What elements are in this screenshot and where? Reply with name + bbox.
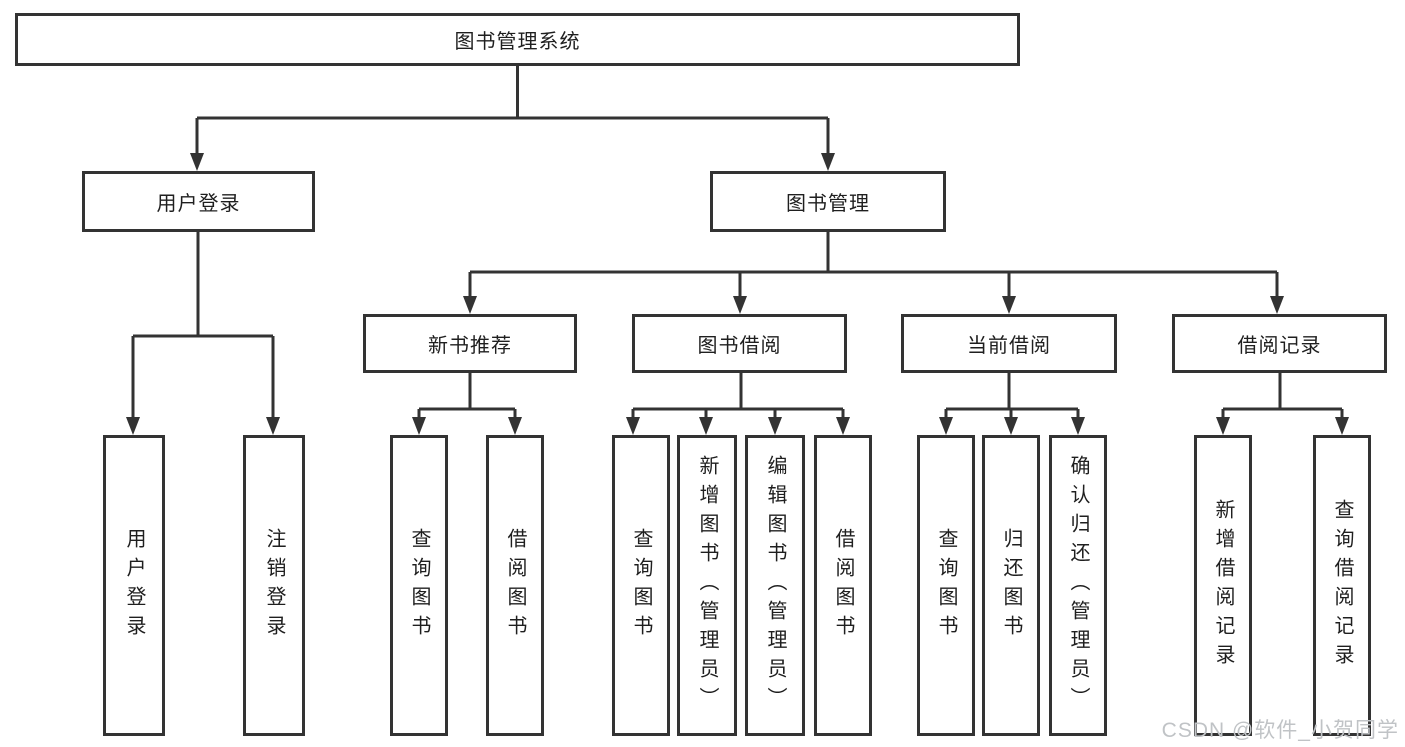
connector-root-split — [190, 66, 835, 171]
node-borrow-records: 借阅记录 — [1172, 314, 1387, 373]
leaf-add-books-admin: 新增图书（管理员） — [677, 435, 737, 736]
connector-book-management-split — [463, 232, 1284, 314]
connector-new-book-split — [412, 373, 522, 435]
arrowhead — [1216, 417, 1230, 435]
arrowhead — [1335, 417, 1349, 435]
node-book-management-label: 图书管理 — [786, 193, 870, 215]
leaf-borrow-books: 借阅图书 — [814, 435, 872, 736]
arrowhead — [733, 296, 747, 314]
leaf-confirm-return-admin-label: 确认归还（管理员） — [1067, 455, 1089, 716]
leaf-add-books-admin-label: 新增图书（管理员） — [696, 455, 718, 716]
node-user-login: 用户登录 — [82, 171, 315, 232]
connector-borrow-records-split — [1216, 373, 1349, 435]
node-root: 图书管理系统 — [15, 13, 1020, 66]
arrowhead — [508, 417, 522, 435]
arrowhead — [821, 153, 835, 171]
arrowhead — [699, 417, 713, 435]
leaf-query-books-current-label: 查询图书 — [935, 527, 957, 644]
leaf-user-login-label: 用户登录 — [123, 527, 145, 644]
leaf-borrow-books-recommend-label: 借阅图书 — [504, 527, 526, 644]
leaf-query-books-borrow-label: 查询图书 — [630, 527, 652, 644]
arrowhead — [190, 153, 204, 171]
leaf-edit-books-admin: 编辑图书（管理员） — [745, 435, 805, 736]
arrowhead — [266, 417, 280, 435]
csdn-watermark: CSDN @软件_小贺同学 — [1161, 719, 1399, 742]
node-new-book-recommend-label: 新书推荐 — [428, 335, 512, 357]
arrowhead — [1004, 417, 1018, 435]
leaf-add-borrow-record-label: 新增借阅记录 — [1212, 498, 1234, 673]
arrowhead — [463, 296, 477, 314]
arrowhead — [1270, 296, 1284, 314]
arrowhead — [768, 417, 782, 435]
leaf-confirm-return-admin: 确认归还（管理员） — [1049, 435, 1107, 736]
leaf-logout-label: 注销登录 — [263, 527, 285, 644]
node-book-borrow: 图书借阅 — [632, 314, 847, 373]
node-new-book-recommend: 新书推荐 — [363, 314, 577, 373]
arrowhead — [939, 417, 953, 435]
leaf-borrow-books-recommend: 借阅图书 — [486, 435, 544, 736]
leaf-query-borrow-record: 查询借阅记录 — [1313, 435, 1371, 736]
leaf-user-login: 用户登录 — [103, 435, 165, 736]
arrowhead — [1071, 417, 1085, 435]
connector-user-login-split — [126, 232, 280, 435]
leaf-query-books-borrow: 查询图书 — [612, 435, 670, 736]
arrowhead — [126, 417, 140, 435]
leaf-add-borrow-record: 新增借阅记录 — [1194, 435, 1252, 736]
node-current-borrow-label: 当前借阅 — [967, 335, 1051, 357]
arrowhead — [412, 417, 426, 435]
node-root-label: 图书管理系统 — [454, 31, 581, 53]
leaf-return-books-label: 归还图书 — [1000, 527, 1022, 644]
leaf-borrow-books-label: 借阅图书 — [832, 527, 854, 644]
node-user-login-label: 用户登录 — [156, 193, 241, 215]
leaf-logout: 注销登录 — [243, 435, 305, 736]
arrowhead — [1002, 296, 1016, 314]
leaf-query-books-current: 查询图书 — [917, 435, 975, 736]
leaf-edit-books-admin-label: 编辑图书（管理员） — [764, 455, 786, 716]
node-book-borrow-label: 图书借阅 — [697, 335, 782, 357]
node-borrow-records-label: 借阅记录 — [1237, 335, 1322, 357]
leaf-return-books: 归还图书 — [982, 435, 1040, 736]
node-book-management: 图书管理 — [710, 171, 946, 232]
connector-book-borrow-split — [626, 373, 850, 435]
leaf-query-borrow-record-label: 查询借阅记录 — [1331, 498, 1353, 673]
node-current-borrow: 当前借阅 — [901, 314, 1117, 373]
arrowhead — [836, 417, 850, 435]
arrowhead — [626, 417, 640, 435]
connector-current-borrow-split — [939, 373, 1085, 435]
leaf-query-books-recommend-label: 查询图书 — [408, 527, 430, 644]
leaf-query-books-recommend: 查询图书 — [390, 435, 448, 736]
